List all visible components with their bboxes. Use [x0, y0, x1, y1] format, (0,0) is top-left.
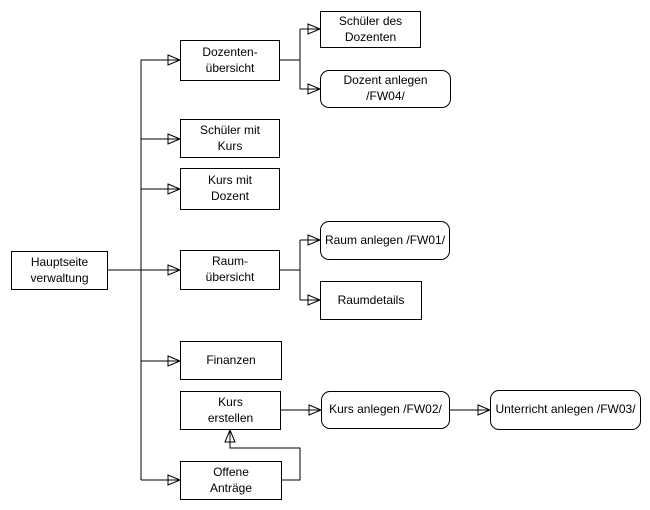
- edge-offene-antraege-to-kurs-erstellen: [230, 430, 301, 481]
- edge-raum-branch-stub: [280, 240, 301, 300]
- node-unterricht-anlegen-fw03: Unterricht anlegen /FW03/: [490, 390, 641, 430]
- node-kurs-anlegen-fw02: Kurs anlegen /FW02/: [321, 391, 450, 429]
- node-dozenten-uebersicht: Dozenten- übersicht: [180, 40, 280, 81]
- node-finanzen: Finanzen: [180, 341, 282, 380]
- edge-dozenten-branch-stub: [280, 29, 301, 89]
- node-raum-uebersicht: Raum- übersicht: [180, 250, 280, 290]
- node-raumdetails: Raumdetails: [320, 281, 422, 320]
- edge-trunk-to-dozenten-uebersicht: [140, 60, 180, 480]
- node-dozent-anlegen-fw04: Dozent anlegen /FW04/: [320, 70, 451, 108]
- node-offene-antraege: Offene Anträge: [180, 461, 282, 500]
- node-raum-anlegen-fw01: Raum anlegen /FW01/: [320, 221, 450, 260]
- node-kurs-erstellen: Kurs erstellen: [180, 391, 281, 430]
- node-hauptseite-verwaltung: Hauptseite verwaltung: [11, 251, 108, 290]
- node-schueler-mit-kurs: Schüler mit Kurs: [180, 119, 280, 158]
- node-schueler-des-dozenten: Schüler des Dozenten: [320, 11, 421, 48]
- node-kurs-mit-dozent: Kurs mit Dozent: [180, 168, 280, 210]
